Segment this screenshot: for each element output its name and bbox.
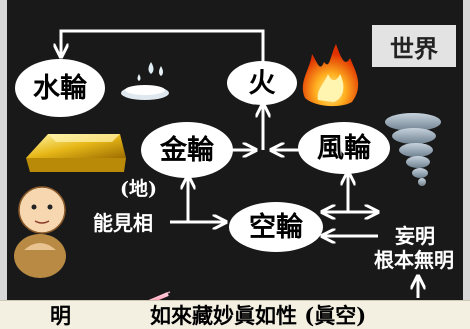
node-metal-wheel-label: 金輪 bbox=[160, 134, 214, 166]
node-wind-wheel: 風輪 bbox=[298, 122, 390, 174]
tornado-icon bbox=[385, 113, 441, 186]
arrow-wind-space bbox=[322, 172, 378, 212]
node-water-wheel-label: 水輪 bbox=[33, 72, 87, 104]
node-wind-wheel-label: 風輪 bbox=[317, 132, 371, 164]
bottom-bar-left-label: 明 bbox=[50, 303, 71, 328]
bottom-bar-main-label: 如來藏妙眞如性 (眞空) bbox=[150, 303, 367, 328]
arrow-space-metal bbox=[170, 176, 226, 222]
node-fire-label: 火 bbox=[248, 67, 276, 99]
node-space-wheel: 空輪 bbox=[229, 202, 323, 252]
node-fire: 火 bbox=[227, 61, 297, 105]
label-perceiving-aspect: 能見相 bbox=[93, 211, 153, 235]
frame bbox=[0, 0, 470, 300]
label-deluded-ignorance-line2: 根本無明 bbox=[374, 248, 454, 272]
node-space-wheel-label: 空輪 bbox=[249, 211, 303, 243]
water-drop-icon bbox=[121, 62, 169, 100]
node-water-wheel: 水輪 bbox=[15, 59, 105, 117]
label-earth: (地) bbox=[120, 178, 157, 200]
fire-icon bbox=[302, 44, 359, 107]
monk-icon bbox=[14, 186, 66, 278]
arrow-fire-to-water bbox=[61, 29, 265, 62]
world-label: 世界 bbox=[372, 25, 456, 67]
node-metal-wheel: 金輪 bbox=[141, 122, 233, 178]
bottom-bar: 明 如來藏妙眞如性 (眞空) bbox=[0, 300, 470, 329]
gold-bar-icon bbox=[26, 134, 126, 172]
label-deluded-ignorance-line1: 妄明 bbox=[395, 224, 435, 248]
